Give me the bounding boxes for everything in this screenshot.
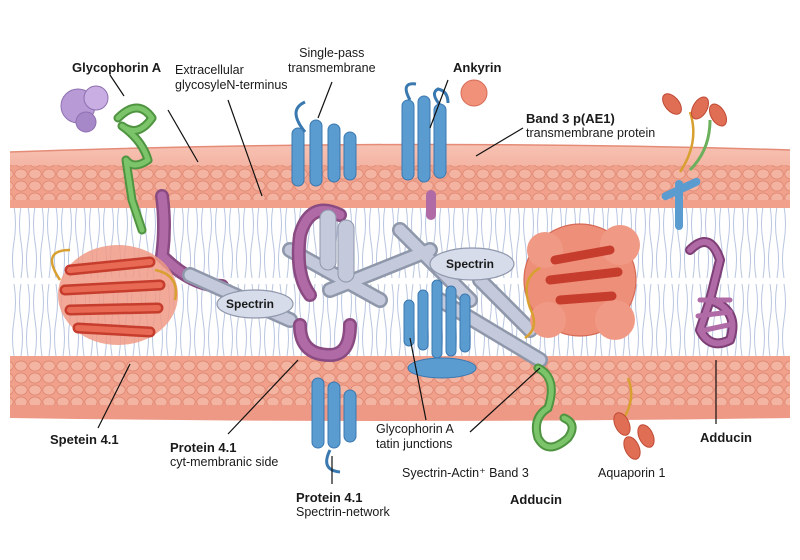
lipid-tail (377, 206, 380, 356)
label-protein41-net-title: Protein 4.1 (296, 490, 390, 505)
lipid-tail (517, 206, 520, 356)
label-protein41-cyt: Protein 4.1 cyt-membranic side (170, 440, 278, 470)
band3-cluster (524, 224, 640, 340)
label-protein41-net-sub: Spectrin-network (296, 505, 390, 520)
lipid-tail (776, 206, 779, 356)
lipid-tail (34, 206, 37, 356)
label-spetein: Spetein 4.1 (50, 432, 119, 447)
lipid-tail (769, 206, 772, 356)
lipid-tail (650, 206, 653, 356)
label-adducin-right: Adducin (700, 430, 752, 445)
label-glycophorin-a-top: Glycophorin A (72, 60, 161, 75)
label-band3: Band 3 p(AE1) transmembrane protein (526, 111, 655, 141)
lipid-tail (643, 206, 646, 356)
lipid-tail (657, 206, 660, 356)
lipid-tail (251, 206, 254, 356)
lipid-tail (692, 206, 695, 356)
label-glycophorin-tatin-line2: tatin junctions (376, 437, 454, 452)
lipid-tail (671, 206, 674, 356)
lipid-tail (48, 206, 51, 356)
label-glycophorin-tatin: Glycophorin A tatin junctions (376, 422, 454, 452)
lipid-tail (384, 206, 387, 356)
label-single-pass-line1: Single-pass (288, 46, 376, 61)
label-extracellular-line1: Extracellular (175, 63, 288, 78)
spectrin-rods (190, 230, 540, 360)
lipid-tail (314, 206, 317, 356)
label-band3-title: Band 3 p(AE1) (526, 111, 655, 126)
label-protein41-cyt-sub: cyt-membranic side (170, 455, 278, 470)
label-protein41-net: Protein 4.1 Spectrin-network (296, 490, 390, 520)
lipid-tail (41, 206, 44, 356)
lipid-tail (27, 206, 30, 356)
lipid-tail (685, 206, 688, 356)
label-glycophorin-tatin-line1: Glycophorin A (376, 422, 454, 437)
lipid-tail (244, 206, 247, 356)
label-spectrin-left: Spectrin (226, 297, 274, 312)
lipid-tail (20, 206, 23, 356)
lipid-tail (272, 206, 275, 356)
lipid-tail (720, 206, 723, 356)
lipid-tail (664, 206, 667, 356)
lipid-tail (762, 206, 765, 356)
lipid-tail (279, 206, 282, 356)
label-extracellular-line2: glycosyleN-terminus (175, 78, 288, 93)
lipid-tail (286, 206, 289, 356)
spetein-cluster (52, 245, 178, 345)
label-ankyrin: Ankyrin (453, 60, 501, 75)
label-single-pass: Single-pass transmembrane (288, 46, 376, 76)
label-adducin-bottom: Adducin (510, 492, 562, 507)
label-spectrin-center: Spectrin (446, 257, 494, 272)
lipid-tail (55, 206, 58, 356)
lipid-tail (265, 206, 268, 356)
lipid-tail (748, 206, 751, 356)
label-extracellular: Extracellular glycosyleN-terminus (175, 63, 288, 93)
lower-leaflet (10, 356, 790, 421)
label-band3-sub: transmembrane protein (526, 126, 655, 141)
label-single-pass-line2: transmembrane (288, 61, 376, 76)
label-aquaporin: Aquaporin 1 (598, 466, 665, 481)
lipid-tail (755, 206, 758, 356)
lipid-tail (258, 206, 261, 356)
lipid-tail (783, 206, 786, 356)
label-protein41-cyt-title: Protein 4.1 (170, 440, 278, 455)
lipid-tail (237, 206, 240, 356)
label-syectrin-actin: Syectrin-Actin⁺ Band 3 (402, 466, 529, 481)
lipid-tail (741, 206, 744, 356)
lipid-tail (13, 206, 16, 356)
lipid-tail (230, 206, 233, 356)
